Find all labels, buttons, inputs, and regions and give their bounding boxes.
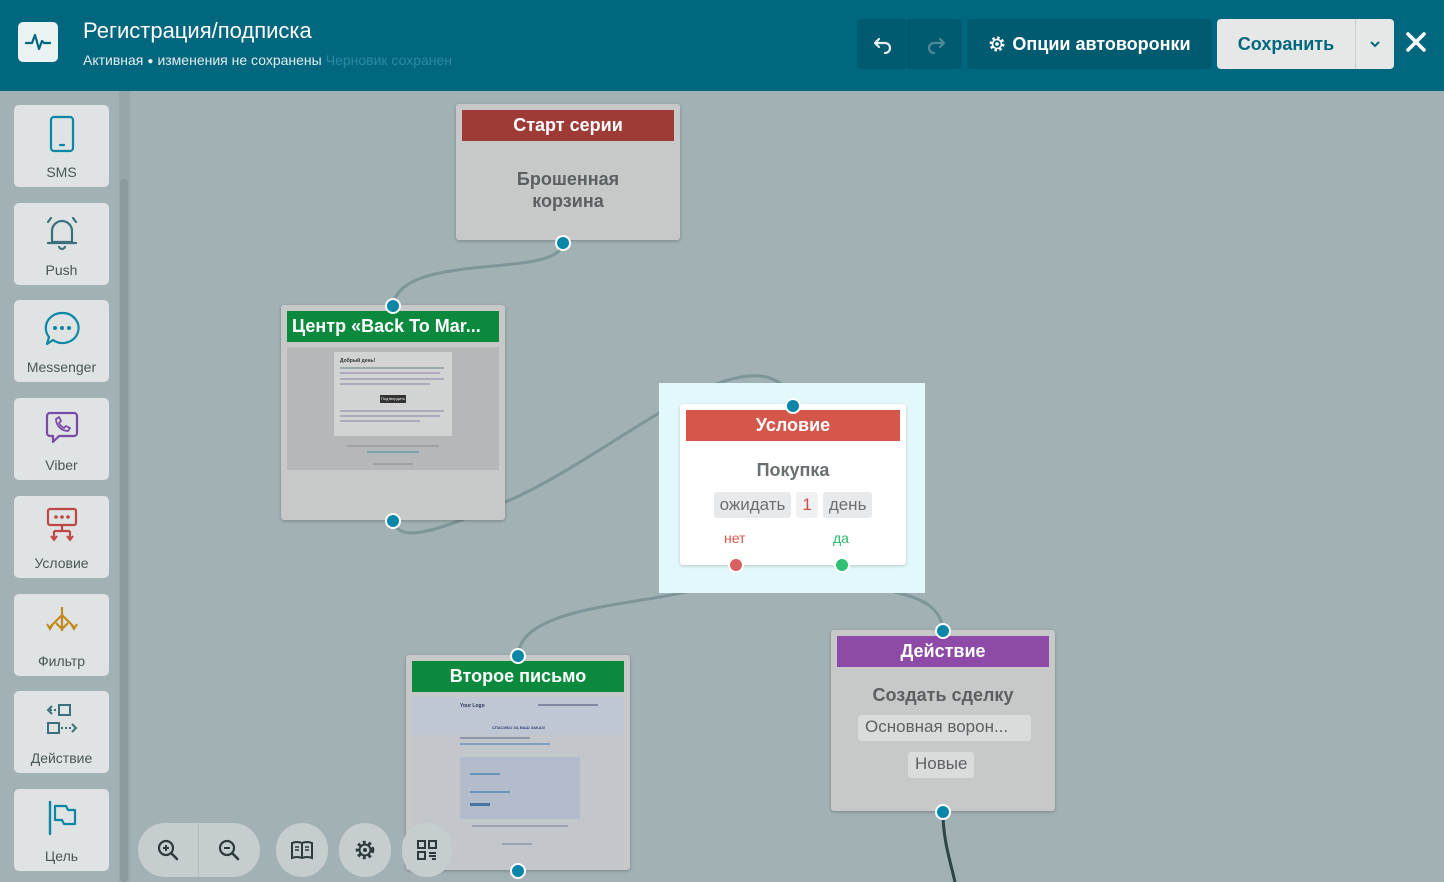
canvas-settings-button[interactable]	[339, 823, 391, 877]
sidebar-item-push[interactable]: Push	[14, 203, 109, 285]
start-series-header: Старт серии	[462, 110, 674, 141]
flag-icon	[48, 800, 76, 836]
undo-redo-group	[857, 19, 962, 69]
trigger-line2: корзина	[532, 191, 604, 211]
email1-input-port[interactable]	[385, 298, 401, 314]
condition-yes-port[interactable]	[834, 557, 850, 573]
wait-label[interactable]: ожидать	[713, 492, 792, 518]
email2-card-header: Второе письмо	[412, 661, 624, 692]
pulse-icon	[25, 33, 51, 51]
sidebar-item-filter[interactable]: Фильтр	[14, 594, 109, 676]
chat-icon	[44, 311, 80, 346]
save-button[interactable]: Сохранить	[1237, 33, 1335, 54]
action-pipeline-chip[interactable]: Основная ворон...	[858, 715, 1031, 741]
undo-icon	[873, 37, 892, 54]
trigger-line1: Брошенная	[516, 169, 620, 189]
condition-purchase: Покупка	[756, 460, 830, 480]
guide-button[interactable]	[276, 823, 328, 877]
chevron-down-icon	[1370, 41, 1380, 48]
sidebar-item-label: SMS	[46, 164, 77, 180]
filter-icon	[45, 607, 78, 631]
email2-input-port[interactable]	[510, 648, 526, 664]
condition-header: Условие	[686, 410, 900, 441]
sidebar-item-goal[interactable]: Цель	[14, 789, 109, 871]
sidebar-item-label: Действие	[30, 750, 93, 766]
status-dot: ●	[147, 56, 154, 67]
email2-preview-logo: Your Logo	[460, 703, 485, 709]
sidebar-item-label: Фильтр	[37, 653, 86, 669]
action-create-deal: Создать сделку	[872, 685, 1014, 705]
phone-icon	[49, 115, 74, 153]
email2-preview-title: СПАСИБО ЗА ВАШ ЗАКАЗ!	[492, 725, 546, 730]
sidebar-item-action[interactable]: Действие	[14, 691, 109, 773]
zoom-out-button[interactable]	[199, 823, 259, 877]
email1-output-port[interactable]	[385, 513, 401, 529]
save-button-group: Сохранить	[1217, 19, 1394, 69]
action-stage-chip[interactable]: Новые	[908, 752, 975, 778]
page-title: Регистрация/подписка	[83, 18, 312, 43]
header-bar: Регистрация/подписка Активная●изменения …	[0, 0, 1444, 91]
bell-icon	[46, 216, 77, 251]
condition-input-port[interactable]	[785, 398, 801, 414]
undo-button[interactable]	[857, 19, 909, 69]
email-preview-greeting: Добрый день!	[340, 358, 376, 364]
close-icon	[1406, 32, 1426, 52]
viber-icon	[45, 411, 78, 444]
sidebar-item-label: Push	[45, 262, 78, 278]
sidebar-item-condition[interactable]: Условие	[14, 496, 109, 578]
app-logo[interactable]	[18, 22, 58, 62]
action-input-port[interactable]	[935, 623, 951, 639]
action-header: Действие	[837, 636, 1049, 667]
condition-card[interactable]: Условие Покупка ожидать 1 день нет да	[680, 404, 906, 565]
gear-icon	[355, 840, 375, 860]
condition-icon	[46, 507, 77, 542]
wait-number[interactable]: 1	[796, 492, 818, 518]
sidebar-item-label: Условие	[34, 555, 89, 571]
layout-icon	[417, 840, 437, 860]
zoom-in-button[interactable]	[138, 823, 198, 877]
email2-output-port[interactable]	[510, 863, 526, 879]
sidebar-item-label: Viber	[45, 457, 78, 473]
blocks-sidebar: SMS Push Messenger Vibe	[0, 91, 130, 882]
branch-no-label: нет	[724, 530, 746, 546]
book-icon	[291, 841, 313, 860]
sidebar-item-messenger[interactable]: Messenger	[14, 300, 109, 382]
gear-icon	[989, 36, 1005, 52]
email-card-header: Центр «Back To Mar...	[287, 311, 499, 342]
zoom-in-icon	[157, 839, 179, 861]
redo-button[interactable]	[909, 19, 961, 69]
email-preview-thumbnail: Добрый день! Подтвердить	[287, 347, 499, 470]
action-output-port[interactable]	[935, 804, 951, 820]
redo-icon	[927, 37, 945, 54]
save-dropdown-button[interactable]	[1355, 19, 1394, 69]
condition-wait-row: ожидать 1 день	[680, 492, 906, 518]
funnel-options-button[interactable]: Опции автоворонки	[967, 19, 1212, 69]
status-active: Активная	[83, 52, 144, 68]
branch-yes-label: да	[833, 530, 849, 546]
email-preview-button: Подтвердить	[380, 395, 406, 403]
zoom-controls	[138, 823, 260, 877]
email-card-back-to-market[interactable]: Центр «Back To Mar... Добрый день! Подтв…	[281, 305, 505, 520]
sidebar-item-label: Цель	[44, 848, 79, 864]
sidebar-item-viber[interactable]: Viber	[14, 398, 109, 480]
wait-unit[interactable]: день	[822, 492, 873, 518]
arrange-blocks-button[interactable]	[402, 823, 452, 877]
sidebar-scroll-thumb[interactable]	[120, 179, 128, 882]
action-card[interactable]: Действие Создать сделку Основная ворон..…	[831, 630, 1055, 811]
sidebar-item-label: Messenger	[26, 359, 97, 375]
email-preview-body: Добрый день! Подтвердить	[334, 352, 452, 436]
sidebar-item-sms[interactable]: SMS	[14, 105, 109, 187]
start-series-card[interactable]: Старт серии Брошенная корзина	[456, 104, 680, 240]
start-series-trigger: Брошенная корзина	[456, 168, 680, 212]
funnel-options-label: Опции автоворонки	[1012, 33, 1191, 54]
action-icon	[46, 704, 77, 734]
start-output-port[interactable]	[555, 235, 571, 251]
condition-no-port[interactable]	[728, 557, 744, 573]
close-button[interactable]	[1400, 26, 1432, 58]
status-unsaved: изменения не сохранены	[157, 52, 322, 68]
zoom-out-icon	[218, 839, 240, 861]
status-draft: Черновик сохранен	[325, 52, 453, 68]
